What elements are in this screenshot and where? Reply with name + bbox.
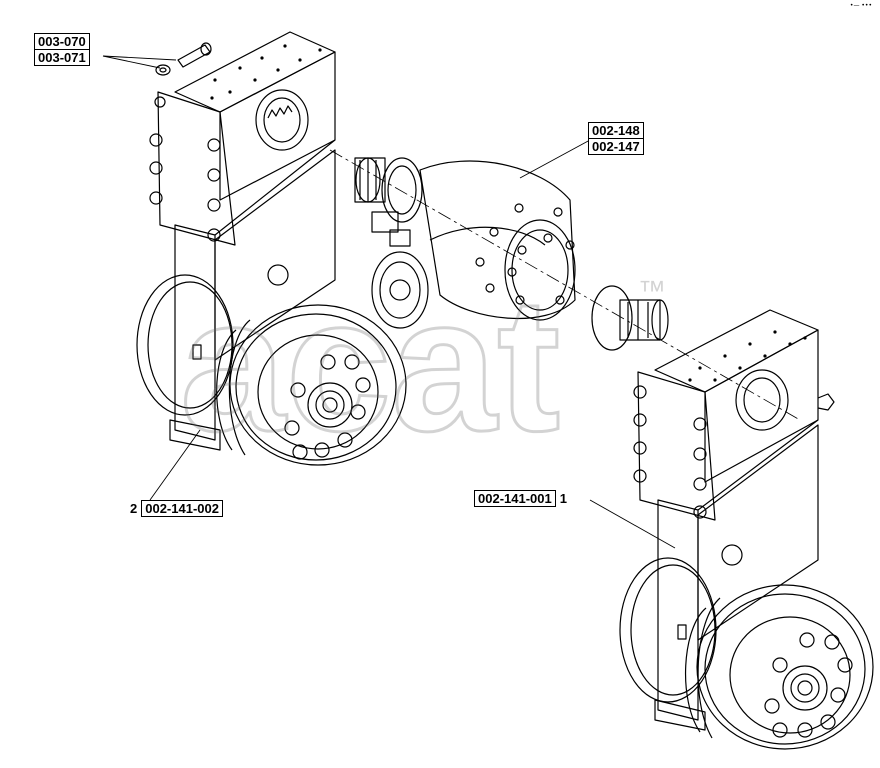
bolt-code: 003-070 [34,33,90,50]
watermark-trademark: ™ [638,275,666,306]
central-axle-differential [329,149,801,421]
right-final-drive-assembly [619,309,874,750]
leader-lines [102,55,676,549]
corner-mark: •— ••• [849,2,872,9]
washer-code: 003-071 [34,50,90,66]
watermark-text: acat [180,259,560,471]
right-final-drive-code: 002-141-001 [474,490,556,507]
bolt-callout: 003-070 003-071 [34,33,90,66]
bolt-and-washer [155,42,212,76]
left-hub-bolts [284,354,371,460]
left-final-drive-assembly [136,31,407,466]
axle-code-primary: 002-148 [588,122,644,139]
right-item-number: 1 [559,491,567,506]
axle-housing-bolts [475,203,575,305]
left-item-number: 2 [130,501,138,516]
left-flange-bolts [149,96,221,242]
axle-callout: 002-148 002-147 [588,122,644,155]
right-hub-bolts [764,632,853,738]
left-final-drive-code: 002-141-002 [141,500,223,517]
right-flange-bolts [633,385,707,519]
watermark: acat ™ [179,258,667,473]
axle-code-secondary: 002-147 [588,139,644,155]
